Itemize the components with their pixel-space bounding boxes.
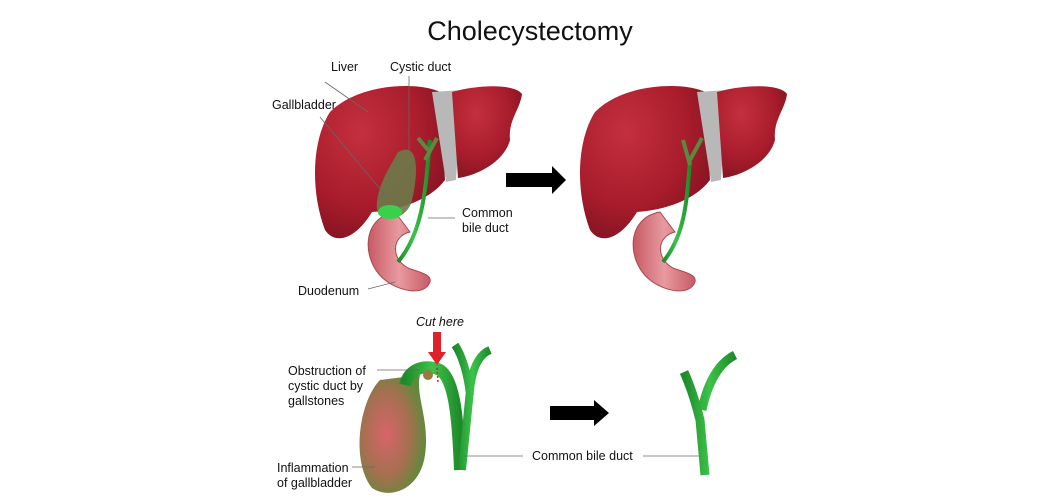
label-common-bile-duct: Common bile duct — [462, 206, 513, 235]
inflamed-gallbladder — [359, 375, 427, 493]
gallbladder-before — [376, 149, 417, 219]
liver-right-lobe — [452, 86, 522, 178]
label-common-bile-duct-bottom: Common bile duct — [532, 449, 633, 463]
hepatic-branch — [416, 136, 439, 161]
label-cystic-duct: Cystic duct — [390, 60, 452, 74]
cut-here-arrow — [428, 332, 446, 365]
label-cut-here: Cut here — [416, 315, 464, 329]
gallbladder-detail — [359, 342, 492, 493]
liver-leader — [324, 81, 369, 113]
arrow-top — [506, 166, 566, 194]
liver-before — [314, 86, 522, 292]
label-gallbladder: Gallbladder — [272, 98, 336, 112]
duodenum-leader — [367, 281, 396, 290]
arrow-bottom — [550, 400, 609, 426]
gallbladder-leader — [319, 116, 386, 196]
bile-duct-after-detail — [679, 350, 738, 476]
liver-left-lobe — [314, 86, 445, 239]
gallbladder-fundus — [378, 205, 402, 219]
cystic-duct-detail — [399, 361, 466, 471]
gallstone — [423, 370, 433, 380]
label-obstruction: Obstruction of cystic duct by gallstones — [288, 364, 366, 408]
duodenum-before — [367, 211, 431, 292]
label-inflammation: Inflammation of gallbladder — [277, 461, 353, 490]
label-duodenum: Duodenum — [298, 284, 360, 298]
hepatic-branch-detail — [451, 342, 492, 471]
label-liver: Liver — [331, 60, 359, 74]
liver-after — [579, 86, 787, 292]
diagram-title: Cholecystectomy — [427, 16, 633, 46]
